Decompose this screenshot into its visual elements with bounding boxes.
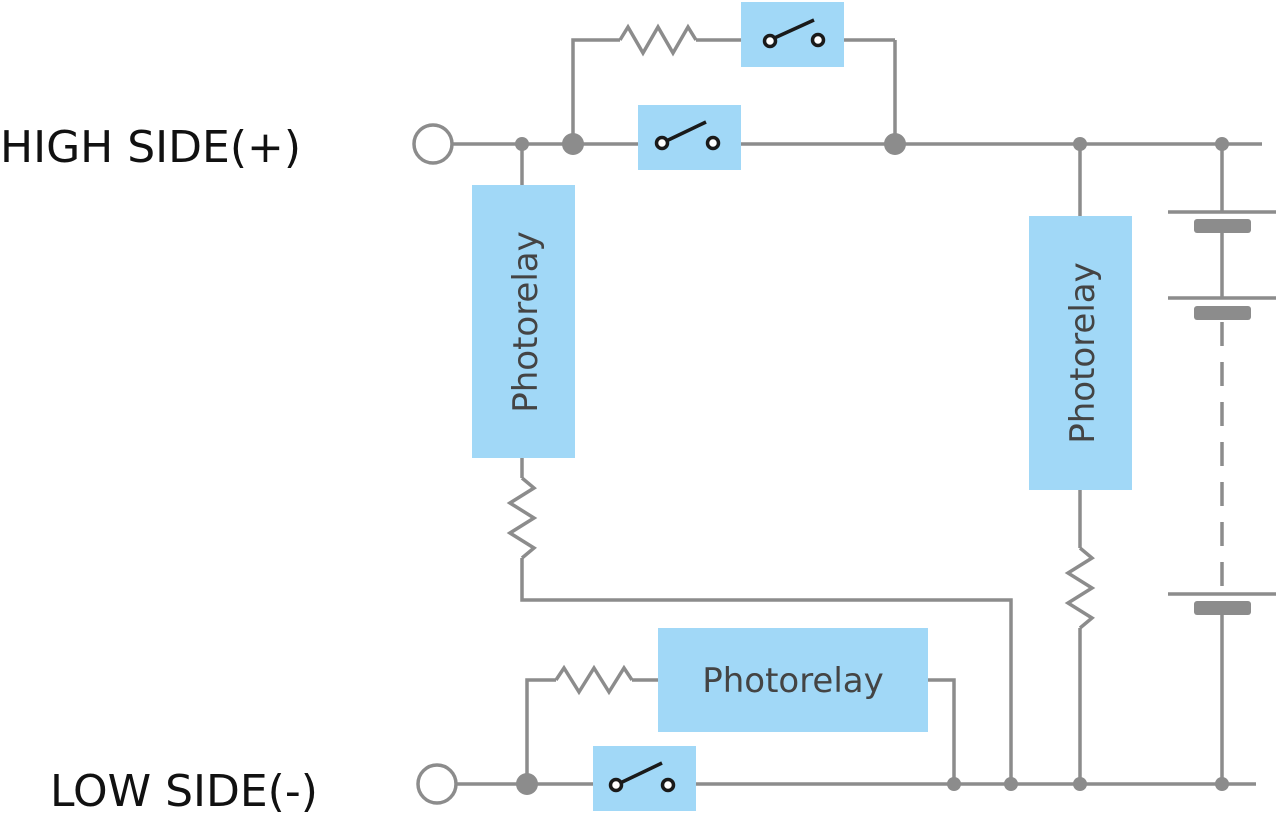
photorelay-bottom-label: Photorelay [702,661,884,701]
main-high-switch-icon [654,120,721,151]
low-bypass-resistor [554,664,634,696]
node-high-2 [562,133,584,155]
node-low-1 [516,773,538,795]
node-low-2 [947,777,961,791]
main-low-switch-box [593,746,696,811]
node-low-5 [1215,777,1229,791]
high-side-label: HIGH SIDE(+) [0,122,301,173]
precharge-switch-box [741,2,844,67]
battery-cell-3-short [1194,601,1251,615]
main-low-switch-icon [608,761,676,793]
low-bypass-wire [525,678,556,784]
main-high-switch-box [638,105,741,170]
low-bypass-wire-3 [928,678,956,784]
low-side-label: LOW SIDE(-) [50,766,318,817]
low-side-terminal [416,763,458,805]
left-branch-resistor [506,476,538,560]
photorelay-bottom-box [658,628,928,732]
photorelay-right-box [1029,216,1132,490]
bypass-resistor [618,23,698,57]
right-branch-resistor [1064,546,1096,630]
high-side-terminal [412,123,454,165]
photorelay-right-label: Photorelay [1063,262,1103,444]
node-low-3 [1004,777,1018,791]
precharge-switch-icon [762,18,826,49]
left-branch-wire-bottom [520,558,1013,784]
node-low-4 [1073,777,1087,791]
bypass-branch-wire [571,38,620,144]
node-high-3 [884,133,906,155]
photorelay-left-box [472,185,575,458]
battery-cell-2-short [1194,306,1251,320]
battery-cell-1-short [1194,219,1251,233]
photorelay-left-label: Photorelay [506,231,546,413]
